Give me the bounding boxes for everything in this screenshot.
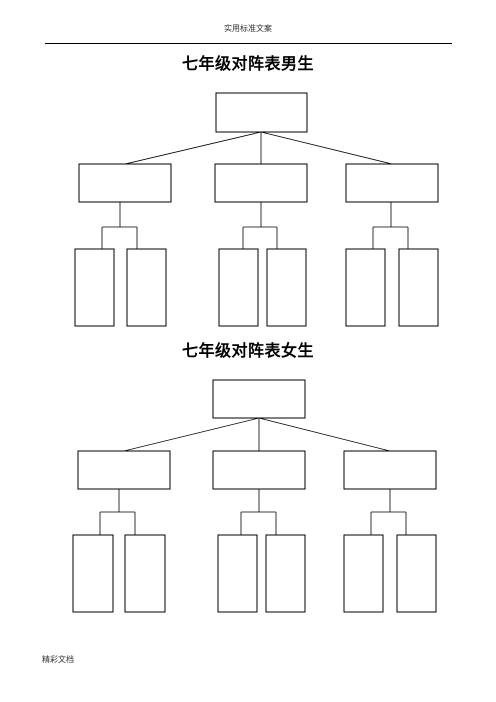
connector [260,131,393,165]
bracket-slot-box [265,534,306,613]
bracket-slot-box [72,534,114,613]
bracket-slot-box [126,248,167,327]
connector [258,417,391,452]
bracket-title-girls: 七年级对阵表女生 [181,341,314,360]
bracket-group-box [78,163,172,203]
bracket-slot-box [345,248,386,327]
page-footer: 精彩文档 [42,655,74,664]
bracket-boys [74,92,439,327]
bracket-slot-box [396,534,437,613]
bracket-slot-box [343,534,384,613]
bracket-slot-box [398,248,439,327]
bracket-group-box [345,163,439,203]
connector [124,131,262,165]
bracket-slot-box [266,248,307,327]
bracket-root-box [212,379,306,419]
header-divider [45,43,452,44]
bracket-slot-box [217,534,258,613]
bracket-title-boys: 七年级对阵表男生 [181,54,314,73]
bracket-girls [72,379,437,613]
bracket-group-box [214,163,308,203]
bracket-slot-box [124,534,166,613]
bracket-root-box [215,92,308,133]
bracket-slot-box [74,248,115,327]
connector [123,417,260,452]
bracket-slot-box [218,248,259,327]
bracket-group-box [77,450,171,490]
bracket-group-box [343,450,437,490]
page-header: 实用标准文案 [224,24,272,33]
bracket-group-box [212,450,306,490]
